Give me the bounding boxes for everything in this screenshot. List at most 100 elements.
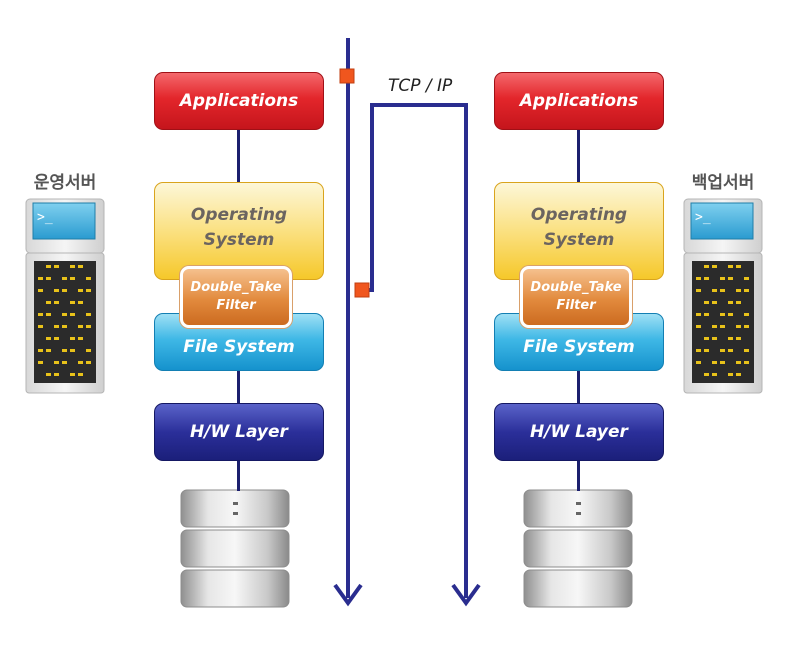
server-led <box>62 289 67 292</box>
server-led <box>70 373 75 376</box>
server-led <box>728 277 733 280</box>
server-led <box>736 361 741 364</box>
layer-label: Operating System <box>191 203 287 253</box>
server-led <box>704 373 709 376</box>
server-led <box>54 361 59 364</box>
server-led <box>744 325 749 328</box>
server-led <box>720 361 725 364</box>
server-led <box>86 349 91 352</box>
server-led <box>54 265 59 268</box>
layer-label: Applications <box>179 91 299 111</box>
server-led <box>38 325 43 328</box>
server-led <box>720 289 725 292</box>
server-led <box>728 301 733 304</box>
server-led <box>720 313 725 316</box>
server-led <box>78 361 83 364</box>
server-led <box>38 361 43 364</box>
primary-server-label: 운영서버 <box>33 173 97 193</box>
server-led <box>736 289 741 292</box>
server-led <box>696 277 701 280</box>
left-applications-layer: Applications <box>154 72 324 130</box>
filter-label-line2: Filter <box>216 298 256 313</box>
server-led <box>86 325 91 328</box>
right-double-take-filter: Double_Take Filter <box>520 266 632 328</box>
server-led <box>46 301 51 304</box>
server-led <box>70 313 75 316</box>
server-led <box>62 349 67 352</box>
server-led <box>736 265 741 268</box>
server-led <box>38 313 43 316</box>
right-applications-layer: Applications <box>494 72 664 130</box>
connector <box>237 461 240 491</box>
replication-path <box>333 38 481 607</box>
filter-label-line1: Double_Take <box>530 280 622 295</box>
connector <box>237 371 240 403</box>
server-led <box>46 337 51 340</box>
server-led <box>70 265 75 268</box>
server-led <box>62 361 67 364</box>
layer-label: H/W Layer <box>190 422 288 442</box>
server-led <box>696 289 701 292</box>
server-led <box>696 349 701 352</box>
server-led <box>712 265 717 268</box>
layer-label: File System <box>183 337 295 357</box>
server-led <box>78 301 83 304</box>
server-led <box>712 361 717 364</box>
server-led <box>86 289 91 292</box>
server-led <box>78 289 83 292</box>
server-led <box>696 313 701 316</box>
left-double-take-filter: Double_Take Filter <box>180 266 292 328</box>
server-led <box>704 337 709 340</box>
server-led <box>78 373 83 376</box>
tcp-ip-label: TCP / IP <box>388 76 453 96</box>
server-led <box>736 301 741 304</box>
server-led <box>704 265 709 268</box>
server-led <box>720 277 725 280</box>
server-led <box>54 337 59 340</box>
disk-stack-icon <box>523 489 633 608</box>
connector <box>577 130 580 182</box>
server-led <box>736 325 741 328</box>
server-led <box>70 301 75 304</box>
server-led <box>728 313 733 316</box>
server-led <box>744 313 749 316</box>
server-led <box>712 373 717 376</box>
server-led <box>736 337 741 340</box>
server-led <box>46 277 51 280</box>
server-led <box>78 337 83 340</box>
server-led <box>728 337 733 340</box>
server-led <box>744 277 749 280</box>
server-led <box>78 325 83 328</box>
server-tower-icon <box>25 198 105 394</box>
server-led <box>54 289 59 292</box>
server-led <box>712 301 717 304</box>
filter-label-line1: Double_Take <box>190 280 282 295</box>
layer-label: Operating System <box>531 203 627 253</box>
capture-marker <box>354 282 370 298</box>
server-led <box>78 265 83 268</box>
os-label-line2: System <box>203 230 275 250</box>
server-led <box>86 277 91 280</box>
server-led <box>728 373 733 376</box>
server-led <box>728 349 733 352</box>
server-led <box>86 313 91 316</box>
server-led <box>70 349 75 352</box>
os-label-line1: Operating <box>530 205 628 225</box>
server-led <box>744 289 749 292</box>
connector <box>237 130 240 182</box>
server-led <box>744 349 749 352</box>
capture-marker <box>339 68 355 84</box>
connector <box>577 461 580 491</box>
server-led <box>70 277 75 280</box>
left-hw-layer: H/W Layer <box>154 403 324 461</box>
layer-label: H/W Layer <box>530 422 628 442</box>
right-operating-system-layer: Operating System <box>494 182 664 280</box>
server-led <box>62 325 67 328</box>
server-led <box>70 337 75 340</box>
server-led <box>86 361 91 364</box>
server-led <box>704 349 709 352</box>
server-led <box>712 325 717 328</box>
server-led <box>62 313 67 316</box>
